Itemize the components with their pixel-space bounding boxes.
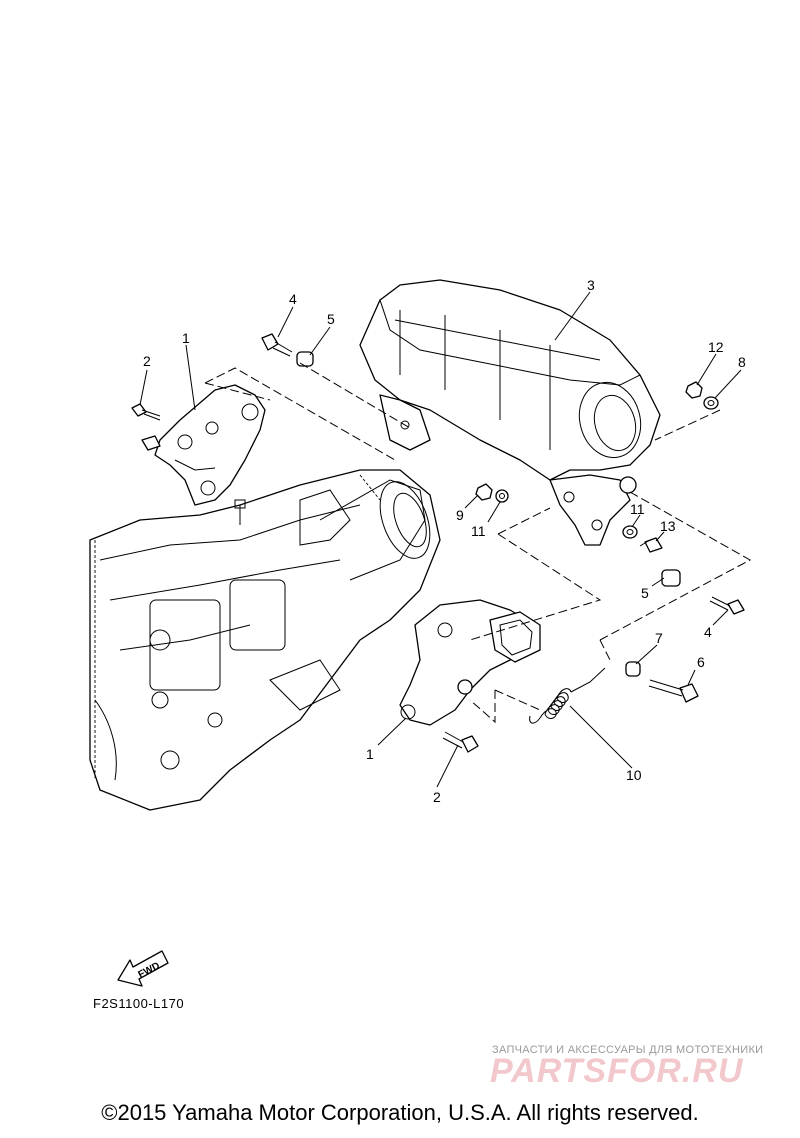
callout-2-upper: 2 xyxy=(143,353,151,369)
callout-8: 8 xyxy=(738,354,746,370)
leader-lines xyxy=(139,291,742,788)
callout-6: 6 xyxy=(697,654,705,670)
bolt-4-lower xyxy=(709,596,745,615)
washer-8 xyxy=(703,396,719,410)
collar-7 xyxy=(625,661,641,677)
copyright-notice: ©2015 Yamaha Motor Corporation, U.S.A. A… xyxy=(101,1100,699,1125)
callout-labels: 1 2 4 5 3 12 8 9 11 11 13 5 4 7 6 1 2 10 xyxy=(143,277,746,805)
callout-5-upper: 5 xyxy=(327,311,335,327)
bolt-6 xyxy=(648,679,699,703)
washer-11-left xyxy=(495,489,509,503)
nut-9 xyxy=(475,483,493,501)
bolt-2-upper xyxy=(131,403,161,421)
lower-bracket xyxy=(399,599,541,726)
callout-13: 13 xyxy=(660,518,676,534)
washer-11-right xyxy=(622,525,638,539)
watermark-tagline: ЗАПЧАСТИ И АКСЕССУАРЫ ДЛЯ МОТОТЕХНИКИ xyxy=(492,1044,764,1056)
callout-7: 7 xyxy=(655,630,663,646)
callout-1-lower: 1 xyxy=(366,746,374,762)
fwd-arrow-icon: FWD xyxy=(117,950,169,987)
diagram-code: F2S1100-L170 xyxy=(93,996,185,1011)
callout-11-right: 11 xyxy=(630,501,645,517)
engine-housing xyxy=(89,469,441,811)
cover-silencer xyxy=(359,279,661,546)
callout-1-upper: 1 xyxy=(182,330,190,346)
callout-4-upper: 4 xyxy=(289,291,297,307)
collar-5-lower xyxy=(661,569,681,587)
stud-13 xyxy=(639,537,663,553)
bolt-4-upper xyxy=(261,333,293,357)
watermark-logo: PARTSFOR.RU xyxy=(490,1052,744,1090)
callout-4-lower: 4 xyxy=(704,624,712,640)
callout-2-lower: 2 xyxy=(433,789,441,805)
nut-12 xyxy=(685,381,703,399)
spring-10 xyxy=(529,667,606,724)
callout-5-lower: 5 xyxy=(641,585,649,601)
callout-3: 3 xyxy=(587,277,595,293)
bolt-2-lower xyxy=(442,731,479,753)
callout-10: 10 xyxy=(626,767,642,783)
callout-11-left: 11 xyxy=(471,523,486,539)
assembly-lines xyxy=(204,362,752,724)
callout-12: 12 xyxy=(708,339,724,355)
callout-9: 9 xyxy=(456,507,464,523)
upper-left-bracket xyxy=(141,384,266,506)
